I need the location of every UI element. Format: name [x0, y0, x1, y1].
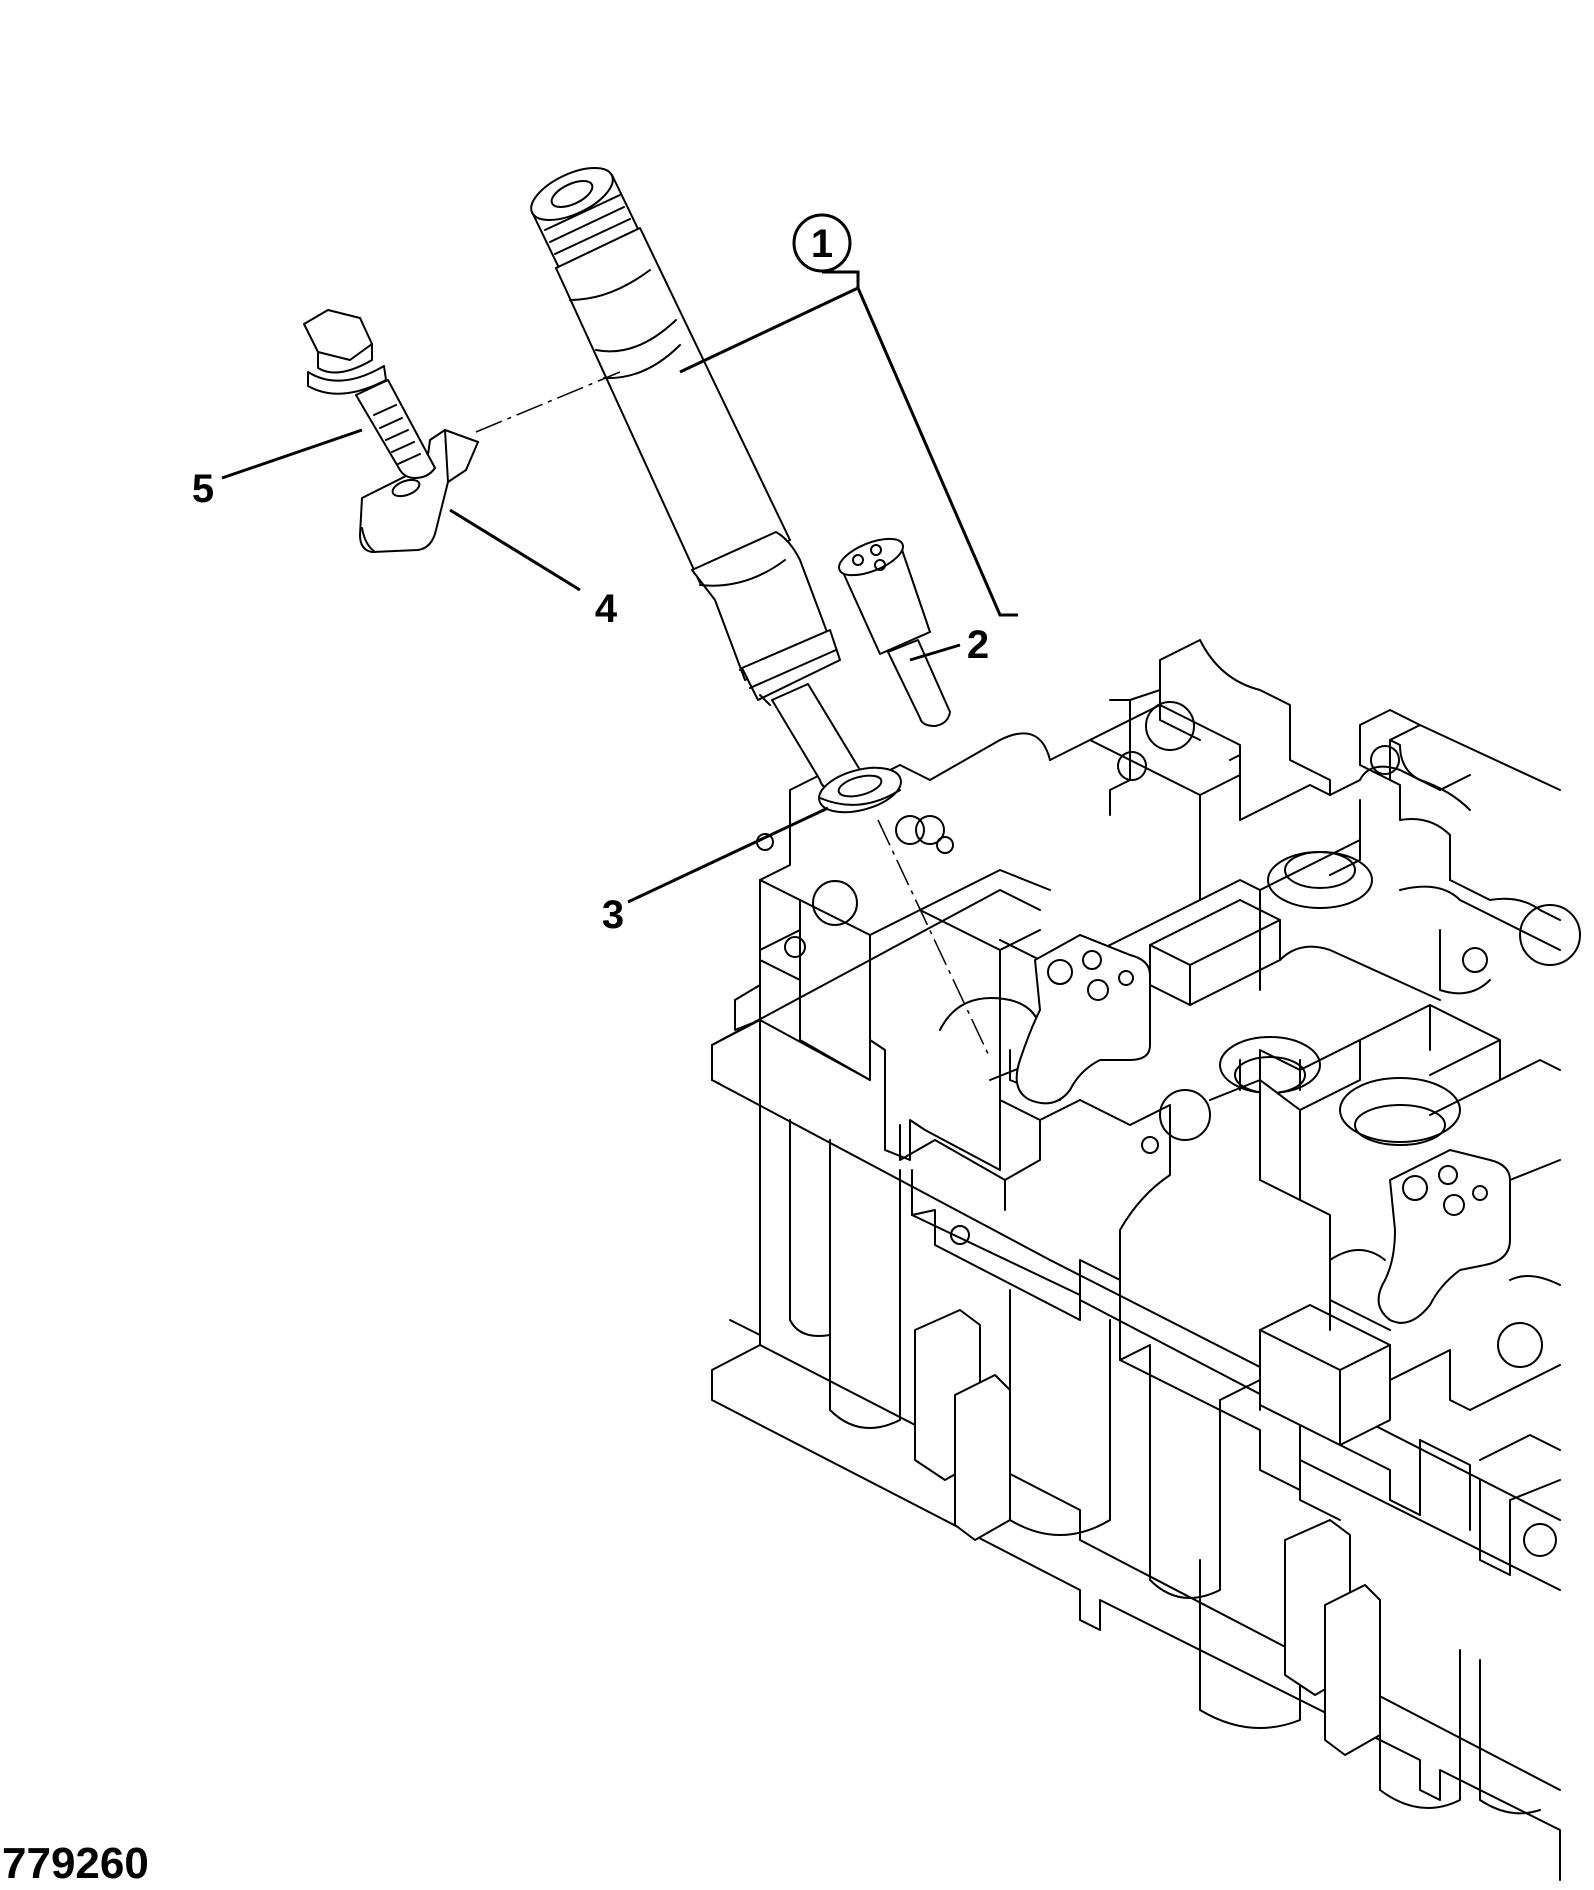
- figure-number: 779260: [2, 1839, 149, 1888]
- injector-nozzle: [838, 537, 951, 727]
- callout-3-label: 3: [602, 893, 624, 937]
- callout-2-label: 2: [967, 623, 989, 667]
- assembly-centerlines: [475, 371, 991, 1059]
- callout-4-label: 4: [595, 587, 618, 631]
- cylinder-head: [711, 639, 1581, 1881]
- leader-lines: [221, 255, 1018, 904]
- callout-1-label: 1: [811, 222, 833, 266]
- fuel-injector: [530, 167, 861, 791]
- callout-1: 1: [792, 213, 852, 273]
- callout-1-circle: [792, 213, 852, 273]
- injector-clamp: [359, 429, 479, 553]
- clamp-bolt: [303, 309, 436, 479]
- callout-5-label: 5: [192, 467, 214, 511]
- sealing-washer: [818, 766, 902, 814]
